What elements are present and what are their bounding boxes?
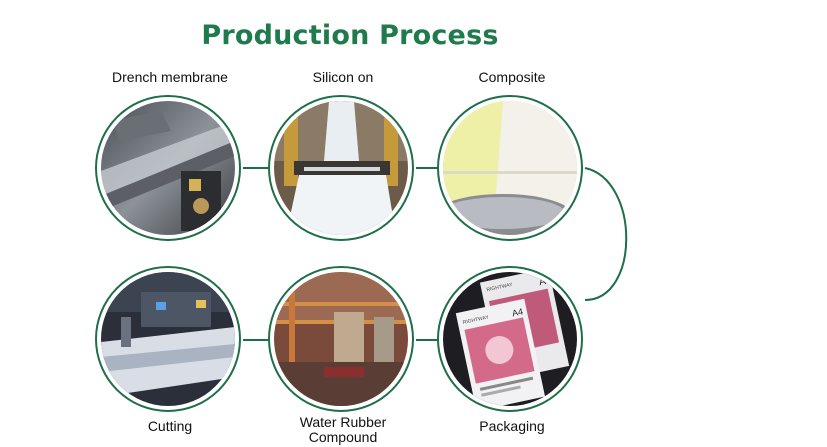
factory-line-image bbox=[274, 272, 408, 406]
step-photo-cutting bbox=[95, 266, 241, 412]
step-label-water-rubber: Water Rubber bbox=[299, 414, 387, 430]
brand-back-label: RIGHTWAY bbox=[486, 282, 514, 293]
step-label-composite: Composite bbox=[478, 69, 546, 85]
drench-machine-image bbox=[101, 101, 235, 235]
page-title: Production Process bbox=[201, 20, 499, 51]
a4-front-label: A4 bbox=[511, 306, 524, 318]
step-label-packaging: Packaging bbox=[479, 418, 545, 434]
step-label-drench-membrane: Drench membrane bbox=[112, 69, 228, 85]
cutting-machine-image bbox=[101, 272, 235, 406]
step-label-cutting: Cutting bbox=[147, 418, 193, 434]
step-label-silicon-on: Silicon on bbox=[312, 69, 374, 85]
step-label-compound: Compound bbox=[308, 429, 378, 445]
step-photo-packaging: A4 RIGHTWAY RIGHTWAY A4 bbox=[437, 266, 583, 412]
silicon-coating-image bbox=[274, 101, 408, 235]
step-photo-drench-membrane bbox=[95, 95, 241, 241]
step-photo-silicon-on bbox=[268, 95, 414, 241]
packaging-image: A4 RIGHTWAY RIGHTWAY A4 bbox=[443, 272, 577, 406]
connector-3-4 bbox=[584, 167, 628, 301]
brand-front-label: RIGHTWAY bbox=[462, 314, 490, 325]
composite-rolls-image bbox=[443, 101, 577, 235]
step-photo-water-rubber-compound bbox=[268, 266, 414, 412]
step-photo-composite bbox=[437, 95, 583, 241]
